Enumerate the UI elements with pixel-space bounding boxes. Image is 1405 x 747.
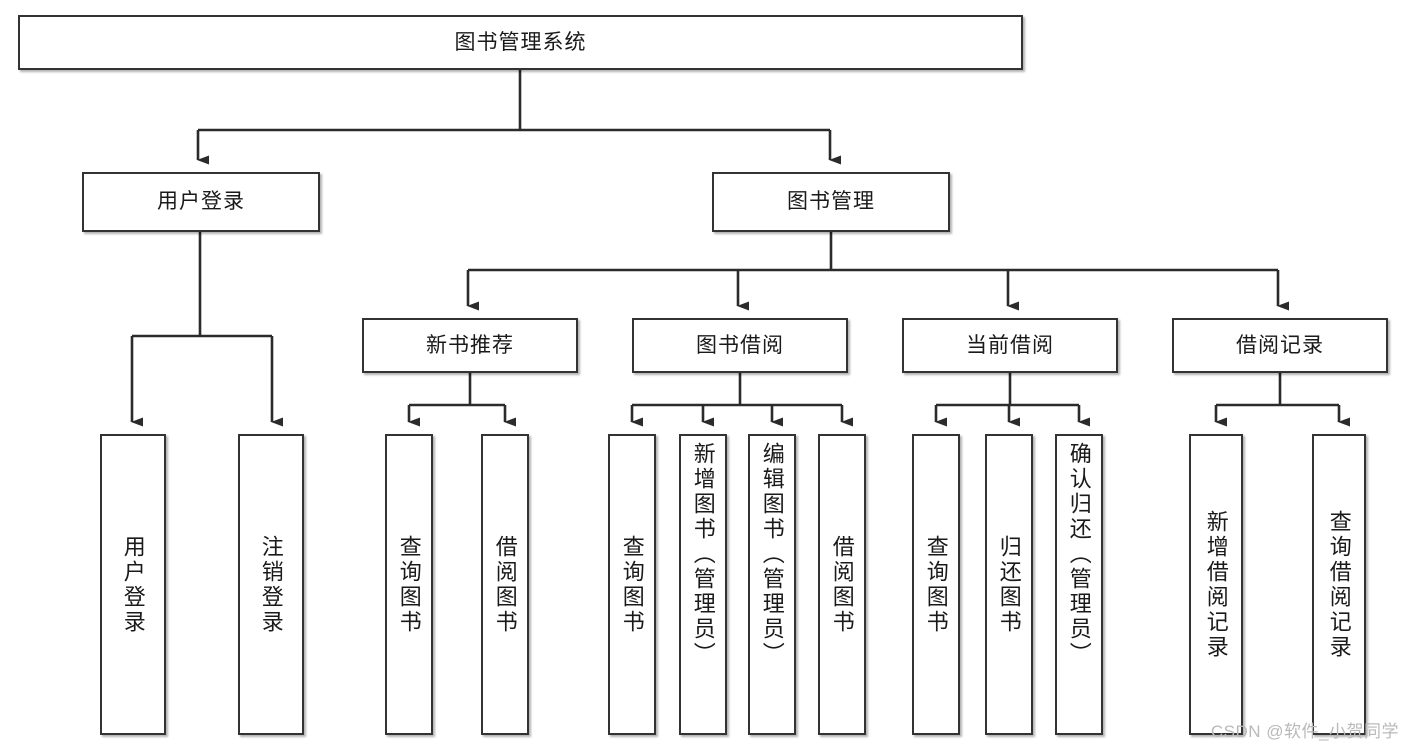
node-book-borrow[interactable]: 图书借阅 bbox=[632, 318, 848, 373]
leaf-add-book-admin[interactable]: 新增图书（管理员） bbox=[679, 434, 727, 735]
node-book-borrow-label: 图书借阅 bbox=[696, 333, 784, 357]
node-current-borrow[interactable]: 当前借阅 bbox=[902, 318, 1118, 373]
node-borrow-record-label: 借阅记录 bbox=[1236, 333, 1324, 357]
leaf-user-logout-label: 注销登录 bbox=[258, 534, 284, 635]
leaf-query-book-borrow[interactable]: 查询图书 bbox=[608, 434, 656, 735]
node-user-login-label: 用户登录 bbox=[157, 190, 245, 214]
leaf-borrow-book-recommend[interactable]: 借阅图书 bbox=[481, 434, 529, 735]
node-current-borrow-label: 当前借阅 bbox=[966, 333, 1054, 357]
leaf-borrow-book[interactable]: 借阅图书 bbox=[818, 434, 866, 735]
leaf-query-book-current[interactable]: 查询图书 bbox=[912, 434, 960, 735]
leaf-return-book-label: 归还图书 bbox=[996, 534, 1022, 635]
leaf-borrow-book-recommend-label: 借阅图书 bbox=[492, 534, 518, 635]
node-book-management[interactable]: 图书管理 bbox=[712, 172, 950, 232]
leaf-query-book-current-label: 查询图书 bbox=[923, 534, 949, 635]
leaf-add-book-admin-label: 新增图书（管理员） bbox=[690, 442, 716, 667]
leaf-confirm-return-admin[interactable]: 确认归还（管理员） bbox=[1055, 434, 1103, 735]
leaf-add-borrow-record[interactable]: 新增借阅记录 bbox=[1189, 434, 1243, 735]
node-borrow-record[interactable]: 借阅记录 bbox=[1172, 318, 1388, 373]
leaf-add-borrow-record-label: 新增借阅记录 bbox=[1203, 509, 1229, 660]
node-new-book-recommend[interactable]: 新书推荐 bbox=[362, 318, 578, 373]
leaf-query-borrow-record-label: 查询借阅记录 bbox=[1326, 509, 1352, 660]
leaf-edit-book-admin-label: 编辑图书（管理员） bbox=[759, 442, 785, 667]
leaf-user-logout[interactable]: 注销登录 bbox=[238, 434, 304, 735]
node-user-login[interactable]: 用户登录 bbox=[82, 172, 320, 232]
csdn-watermark: CSDN @软件_小贺同学 bbox=[1210, 722, 1399, 741]
leaf-confirm-return-admin-label: 确认归还（管理员） bbox=[1066, 442, 1092, 667]
node-root-label: 图书管理系统 bbox=[454, 30, 587, 54]
leaf-query-book-recommend-label: 查询图书 bbox=[396, 534, 422, 635]
leaf-borrow-book-label: 借阅图书 bbox=[829, 534, 855, 635]
node-book-management-label: 图书管理 bbox=[787, 190, 875, 214]
leaf-user-login[interactable]: 用户登录 bbox=[100, 434, 166, 735]
leaf-edit-book-admin[interactable]: 编辑图书（管理员） bbox=[748, 434, 796, 735]
leaf-query-borrow-record[interactable]: 查询借阅记录 bbox=[1312, 434, 1366, 735]
leaf-query-book-recommend[interactable]: 查询图书 bbox=[385, 434, 433, 735]
leaf-query-book-borrow-label: 查询图书 bbox=[619, 534, 645, 635]
leaf-user-login-label: 用户登录 bbox=[120, 534, 146, 635]
node-new-book-recommend-label: 新书推荐 bbox=[426, 333, 514, 357]
leaf-return-book[interactable]: 归还图书 bbox=[985, 434, 1033, 735]
node-root[interactable]: 图书管理系统 bbox=[18, 15, 1023, 70]
